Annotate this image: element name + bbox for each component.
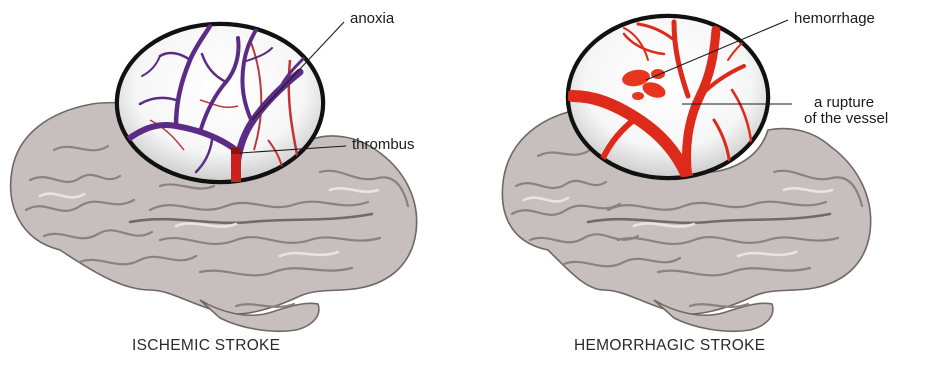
thrombus-clot bbox=[231, 150, 241, 182]
rupture-label-line2: of the vessel bbox=[804, 110, 888, 127]
magnifier-lens bbox=[568, 16, 768, 178]
anoxia-label: anoxia bbox=[350, 10, 394, 27]
hemorrhagic-illustration bbox=[468, 0, 936, 365]
hemorrhagic-caption: HEMORRHAGIC STROKE bbox=[574, 337, 765, 355]
thrombus-label: thrombus bbox=[352, 136, 415, 153]
ischemic-stroke-panel: anoxia thrombus ISCHEMIC STROKE bbox=[0, 0, 468, 365]
rupture-label-line1: a rupture bbox=[814, 94, 874, 111]
ischemic-illustration bbox=[0, 0, 468, 365]
hemorrhagic-stroke-panel: hemorrhage a rupture of the vessel HEMOR… bbox=[468, 0, 936, 365]
magnifier-lens bbox=[117, 24, 323, 182]
hemorrhage-label: hemorrhage bbox=[794, 10, 875, 27]
ischemic-caption: ISCHEMIC STROKE bbox=[132, 337, 280, 355]
